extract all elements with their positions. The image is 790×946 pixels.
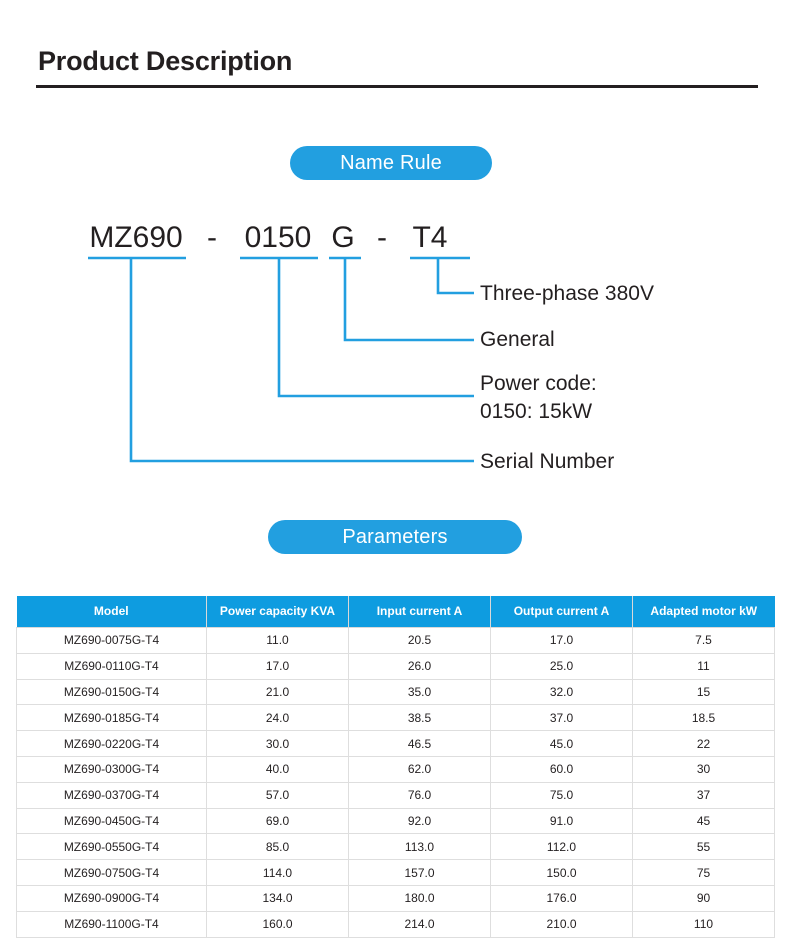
table-cell-model: MZ690-0110G-T4	[16, 653, 207, 680]
table-cell-value: 30.0	[206, 730, 349, 757]
table-cell-value: 40.0	[206, 756, 349, 783]
table-cell-value: 91.0	[490, 808, 633, 835]
table-cell-value: 85.0	[206, 833, 349, 861]
table-cell-value: 17.0	[206, 653, 349, 680]
table-cell-value: 24.0	[206, 704, 349, 732]
table-cell-value: 32.0	[490, 679, 633, 706]
title-divider	[36, 85, 758, 89]
table-cell-value: 69.0	[206, 808, 349, 835]
page-title: Product Description	[38, 46, 293, 76]
table-cell-value: 45	[632, 808, 775, 835]
table-cell-model: MZ690-0370G-T4	[16, 782, 207, 809]
table-cell-value: 37.0	[490, 704, 633, 732]
name-rule-diagram: MZ690 - 0150 G - T4 Three-phase 380V Gen…	[0, 200, 790, 500]
table-cell-value: 18.5	[632, 704, 775, 732]
table-cell-model: MZ690-0750G-T4	[16, 859, 207, 886]
table-column-header-0: Model	[16, 596, 207, 628]
leader-type	[343, 258, 474, 342]
leader-power-code	[277, 258, 474, 398]
table-cell-value: 114.0	[206, 859, 349, 886]
table-cell-value: 75.0	[490, 782, 633, 809]
table-cell-value: 45.0	[490, 730, 633, 757]
leader-series	[129, 258, 474, 463]
page-header: Product Description	[36, 46, 758, 89]
table-column-header-3: Output current A	[490, 596, 633, 628]
table-cell-value: 157.0	[348, 859, 491, 886]
leader-voltage	[436, 258, 474, 295]
section-badge-parameters: Parameters	[268, 520, 522, 554]
table-cell-model: MZ690-0075G-T4	[16, 627, 207, 654]
table-cell-model: MZ690-0150G-T4	[16, 679, 207, 706]
table-cell-value: 90	[632, 885, 775, 912]
table-cell-value: 92.0	[348, 808, 491, 835]
table-cell-value: 17.0	[490, 627, 633, 654]
table-cell-value: 113.0	[348, 833, 491, 861]
table-cell-value: 37	[632, 782, 775, 809]
table-cell-value: 112.0	[490, 833, 633, 861]
table-cell-value: 110	[632, 911, 775, 938]
table-cell-value: 210.0	[490, 911, 633, 938]
table-cell-value: 22	[632, 730, 775, 757]
table-cell-value: 55	[632, 833, 775, 861]
table-cell-value: 134.0	[206, 885, 349, 912]
table-cell-value: 35.0	[348, 679, 491, 706]
table-cell-value: 160.0	[206, 911, 349, 938]
table-cell-value: 75	[632, 859, 775, 886]
table-cell-value: 57.0	[206, 782, 349, 809]
table-cell-value: 38.5	[348, 704, 491, 732]
table-cell-value: 180.0	[348, 885, 491, 912]
table-cell-value: 76.0	[348, 782, 491, 809]
table-cell-value: 176.0	[490, 885, 633, 912]
table-cell-value: 26.0	[348, 653, 491, 680]
table-cell-value: 60.0	[490, 756, 633, 783]
table-column-header-1: Power capacity KVA	[206, 596, 349, 628]
table-cell-value: 15	[632, 679, 775, 706]
table-cell-value: 214.0	[348, 911, 491, 938]
table-cell-model: MZ690-0900G-T4	[16, 885, 207, 912]
table-column-header-4: Adapted motor kW	[632, 596, 775, 628]
table-column-header-2: Input current A	[348, 596, 491, 628]
name-rule-leader-lines	[88, 256, 474, 463]
table-cell-value: 7.5	[632, 627, 775, 654]
table-cell-value: 150.0	[490, 859, 633, 886]
table-cell-model: MZ690-0185G-T4	[16, 704, 207, 732]
table-cell-model: MZ690-0450G-T4	[16, 808, 207, 835]
table-cell-model: MZ690-0550G-T4	[16, 833, 207, 861]
table-cell-value: 25.0	[490, 653, 633, 680]
table-cell-value: 20.5	[348, 627, 491, 654]
table-cell-value: 11.0	[206, 627, 349, 654]
table-cell-value: 30	[632, 756, 775, 783]
table-cell-model: MZ690-1100G-T4	[16, 911, 207, 938]
table-cell-value: 11	[632, 653, 775, 680]
table-cell-value: 62.0	[348, 756, 491, 783]
table-cell-model: MZ690-0220G-T4	[16, 730, 207, 757]
section-badge-name-rule: Name Rule	[290, 146, 492, 180]
table-cell-value: 46.5	[348, 730, 491, 757]
table-cell-model: MZ690-0300G-T4	[16, 756, 207, 783]
table-cell-value: 21.0	[206, 679, 349, 706]
